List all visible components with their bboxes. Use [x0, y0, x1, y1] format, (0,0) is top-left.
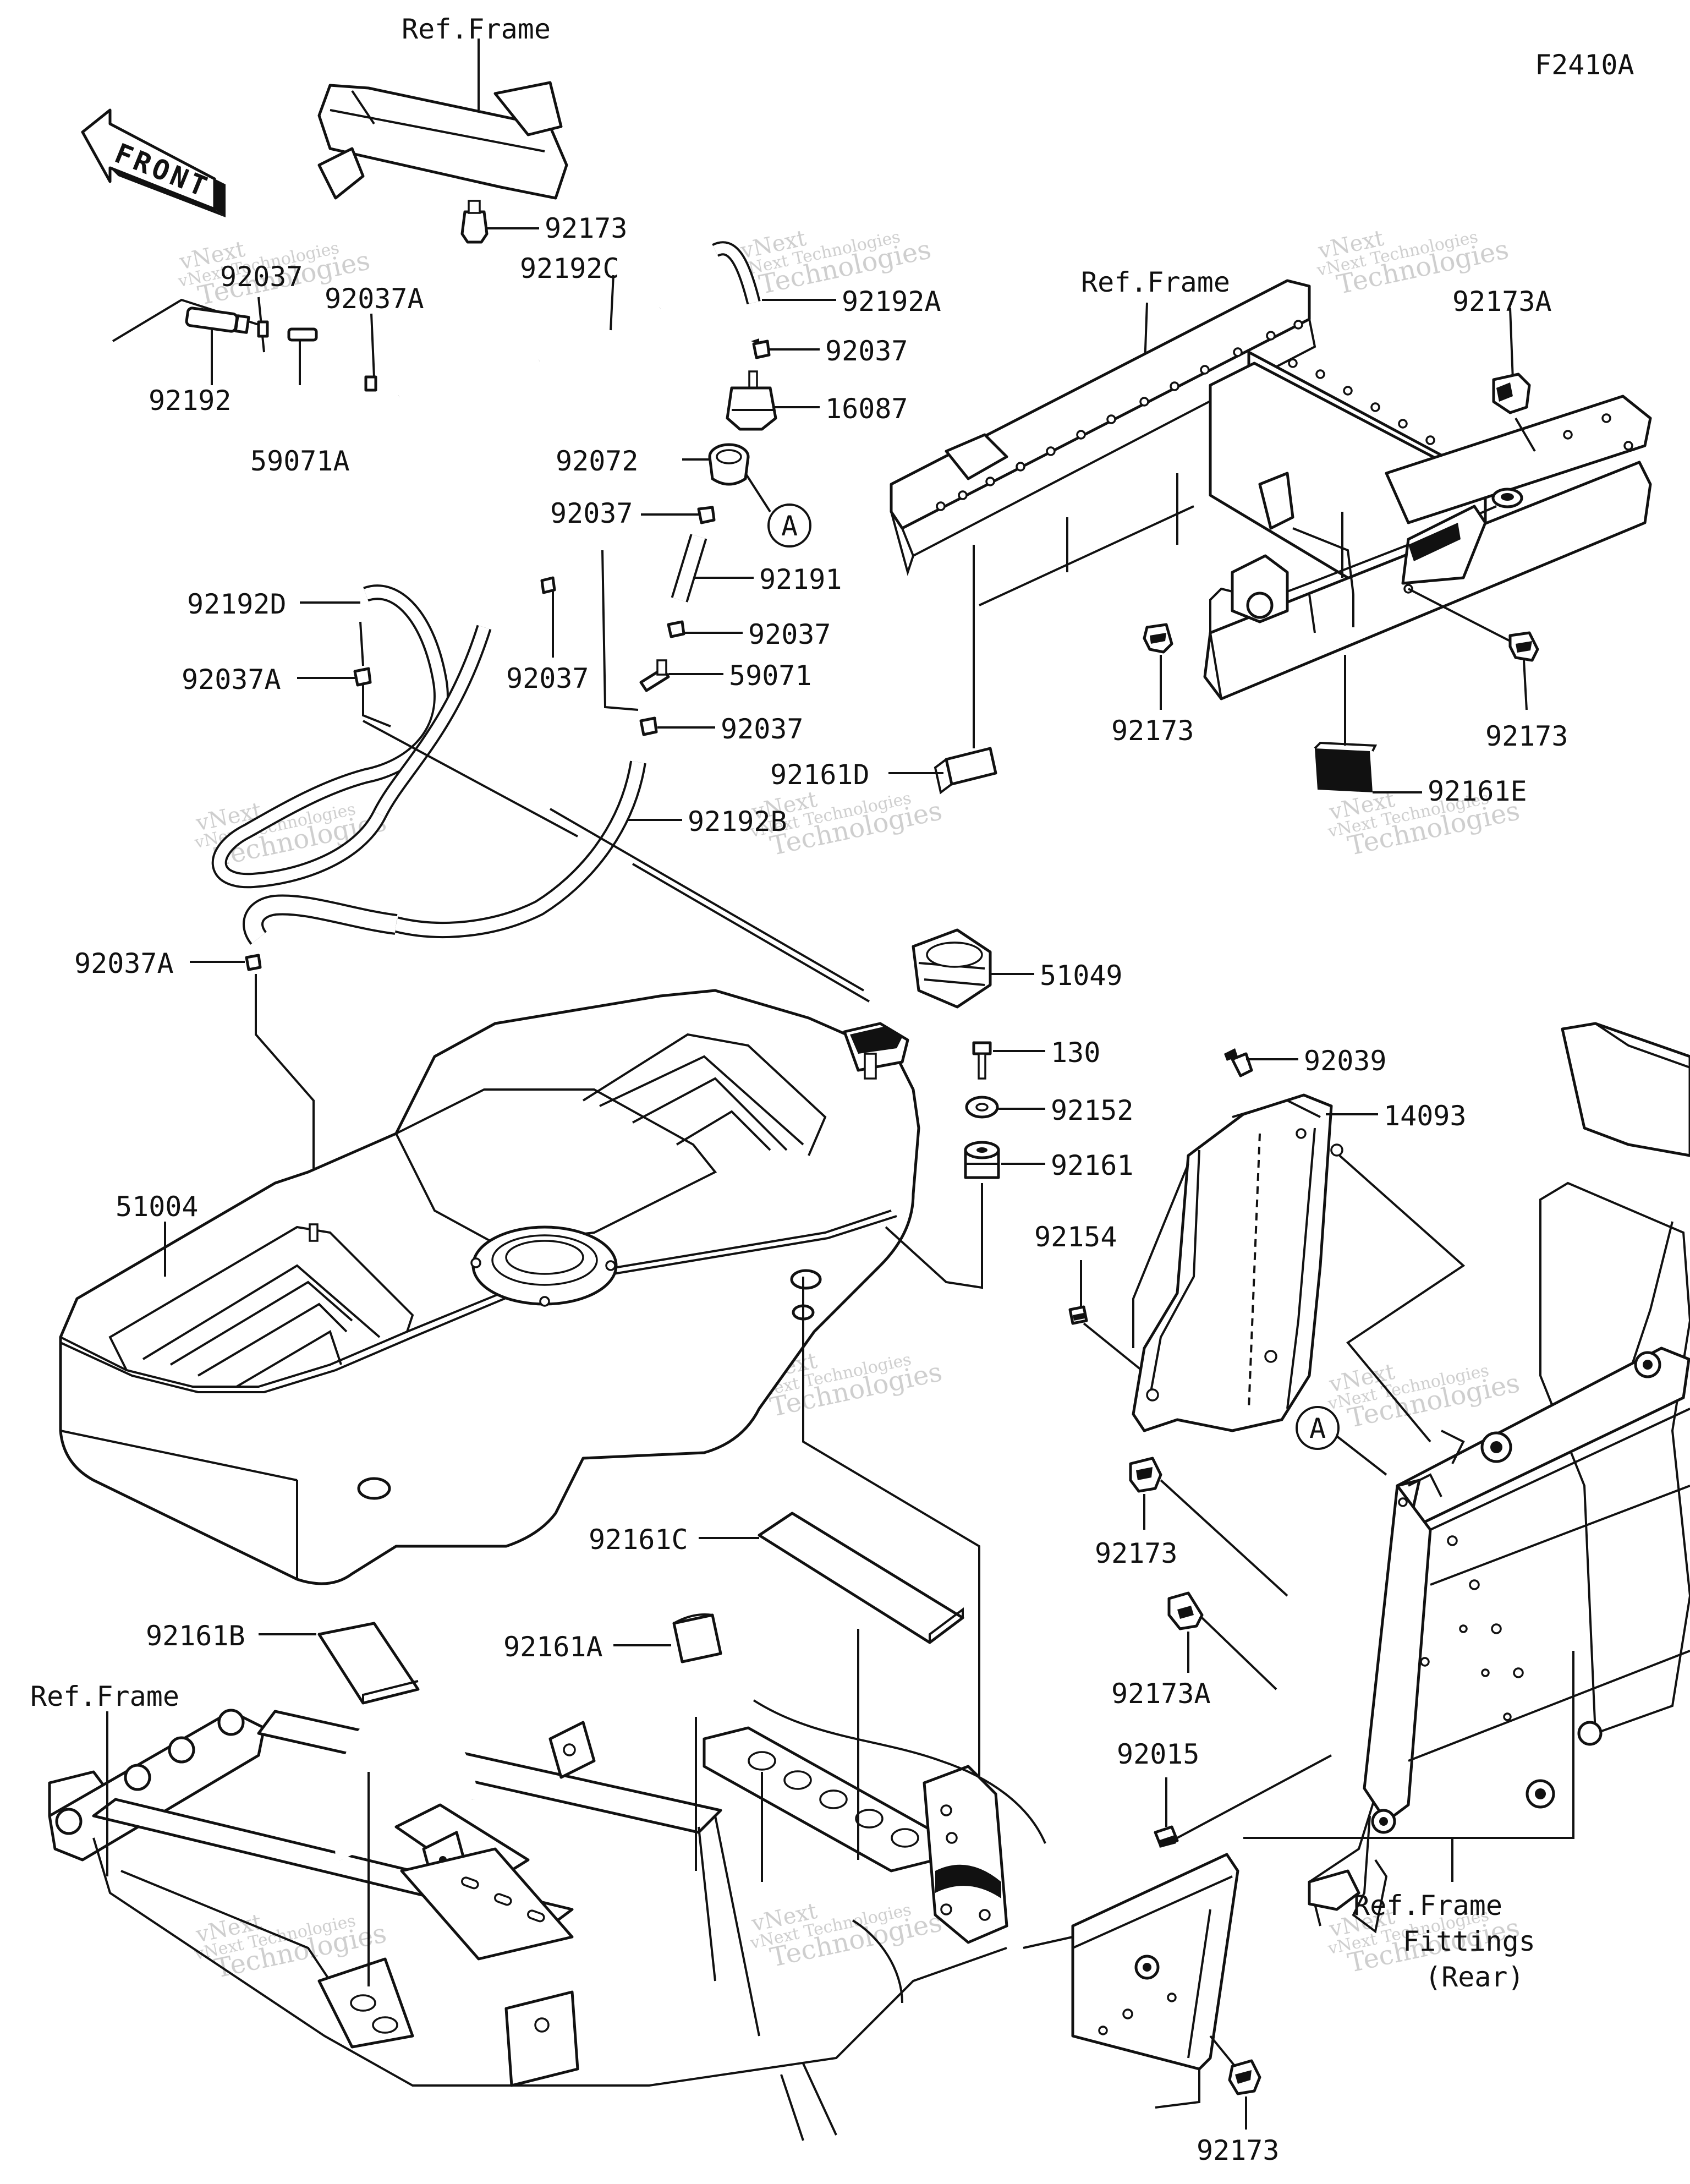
- label-92192D: 92192D: [187, 588, 287, 620]
- filler-neck: [843, 1022, 909, 1080]
- label-92192: 92192: [149, 385, 232, 417]
- label-92037-b: 92037: [550, 497, 633, 529]
- clip-92173A-mid: [1167, 1591, 1204, 1630]
- clip-92173-mid: [1129, 1457, 1162, 1493]
- label-59071A: 59071A: [250, 445, 350, 477]
- fuel-tank-51004: [59, 989, 920, 1585]
- label-92173A-mid: 92173A: [1111, 1678, 1211, 1710]
- top-frame-bracket: [317, 39, 568, 200]
- ref-frame-top-label: Ref.Frame: [402, 13, 551, 45]
- joint-92192: [185, 306, 250, 334]
- label-92173-mid: 92173: [1095, 1537, 1178, 1569]
- joint-59071A: [287, 327, 318, 342]
- clamp-92037A-small: [364, 375, 377, 392]
- label-92037A-topleft: 92037A: [325, 283, 424, 315]
- clamp-92037-c: [540, 576, 556, 594]
- label-92161E: 92161E: [1428, 775, 1527, 807]
- hose-92191: [671, 534, 707, 603]
- clamp-92037-b: [697, 506, 716, 524]
- label-92037A-left: 92037A: [182, 664, 281, 696]
- pad-92161A: [672, 1613, 722, 1663]
- front-arrow-icon: FRONT: [81, 108, 226, 217]
- pad-92161C: [758, 1512, 964, 1644]
- label-92173-top: 92173: [545, 212, 628, 244]
- ref-fittings-line1: Ref.Frame: [1353, 1890, 1502, 1922]
- clip-92015: [1154, 1825, 1179, 1848]
- label-92192B: 92192B: [688, 806, 787, 838]
- bottom-frame: [48, 1699, 1046, 2141]
- bolt-130: [972, 1041, 992, 1080]
- ref-frame-right-label: Ref.Frame: [1081, 266, 1230, 298]
- label-130: 130: [1051, 1037, 1100, 1069]
- label-92173-right2: 92173: [1485, 720, 1568, 752]
- clip-92173-top: [460, 200, 489, 244]
- filter-16087: [726, 370, 777, 431]
- hose-92192B: [243, 760, 646, 945]
- clip-92173-bottom: [1228, 2059, 1261, 2095]
- label-92037-a: 92037: [825, 335, 908, 367]
- label-92173-right1: 92173: [1111, 715, 1194, 747]
- label-92015: 92015: [1117, 1738, 1200, 1770]
- label-92037A-tank: 92037A: [74, 948, 174, 979]
- label-51004: 51004: [116, 1191, 199, 1223]
- label-92072: 92072: [556, 445, 639, 477]
- label-92161A: 92161A: [503, 1631, 603, 1663]
- right-frame: [890, 279, 1652, 700]
- fuel-cap-51049: [912, 928, 992, 1009]
- tank-breather-nipple: [309, 1223, 319, 1242]
- ring-92072: [708, 443, 750, 486]
- label-92152: 92152: [1051, 1094, 1134, 1126]
- label-59071: 59071: [729, 660, 812, 692]
- clamp-92037-a: [751, 338, 771, 359]
- clip-92039: [1224, 1048, 1253, 1077]
- pad-92161D: [934, 747, 997, 795]
- diagram-code: F2410A: [1535, 49, 1634, 81]
- label-92191: 92191: [759, 563, 842, 595]
- reference-marker-a-right-label: A: [1309, 1413, 1326, 1444]
- front-arrow-label: FRONT: [111, 137, 215, 204]
- label-51049: 51049: [1040, 960, 1123, 992]
- pad-92161B: [317, 1622, 420, 1705]
- label-92192C: 92192C: [520, 253, 619, 284]
- label-92161: 92161: [1051, 1150, 1134, 1181]
- label-92039: 92039: [1304, 1045, 1387, 1077]
- clamp-92037-small: [257, 320, 269, 338]
- label-92161B: 92161B: [146, 1620, 245, 1652]
- clip-92173-right2: [1508, 631, 1539, 662]
- label-16087: 16087: [825, 393, 908, 425]
- ref-fittings-line2: Fittings: [1403, 1925, 1535, 1957]
- clip-92173A-right: [1492, 373, 1531, 414]
- reference-marker-a-top-label: A: [781, 510, 798, 542]
- clamp-92037-e: [639, 716, 658, 736]
- label-92161D: 92161D: [770, 759, 870, 791]
- label-92037-e: 92037: [721, 713, 804, 745]
- reference-marker-a-top: [767, 503, 811, 548]
- pad-92161E: [1314, 741, 1378, 792]
- grommet-92161: [964, 1141, 1000, 1179]
- label-14093: 14093: [1384, 1100, 1467, 1132]
- ref-fittings-line3: (Rear): [1425, 1961, 1524, 1993]
- label-92161C: 92161C: [589, 1524, 688, 1556]
- clamp-92037-c2: [667, 620, 685, 638]
- clamp-92037A-left: [353, 667, 372, 687]
- screw-92154: [1068, 1305, 1088, 1325]
- joint-59071: [639, 659, 670, 692]
- label-92154: 92154: [1034, 1221, 1117, 1253]
- label-92037-c: 92037: [748, 618, 831, 650]
- hose-92192D: [211, 584, 492, 889]
- heat-guard-14093: [1132, 1093, 1343, 1432]
- label-92173-bottom: 92173: [1197, 2134, 1280, 2166]
- label-92037-d: 92037: [506, 663, 589, 694]
- clamp-92037A-tank: [245, 954, 262, 971]
- clip-92173-right1: [1143, 623, 1173, 654]
- washer-92152: [965, 1096, 999, 1119]
- rear-fittings: [1023, 1022, 1690, 2109]
- reference-marker-a-right: [1296, 1406, 1340, 1450]
- label-92173A-right: 92173A: [1452, 286, 1552, 318]
- ref-frame-bottom-label: Ref.Frame: [30, 1681, 179, 1712]
- label-92037-topleft: 92037: [220, 261, 303, 293]
- label-92192A: 92192A: [842, 286, 941, 318]
